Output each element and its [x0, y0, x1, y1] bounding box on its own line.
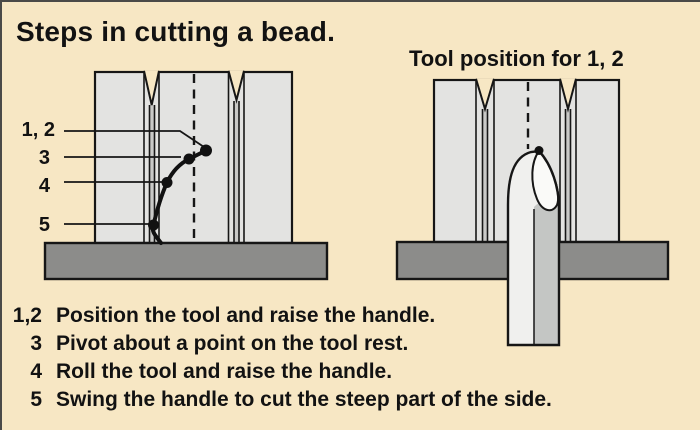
page-title: Steps in cutting a bead. [16, 16, 336, 47]
step-number: 1,2 [12, 304, 42, 327]
dot-step-3 [183, 153, 195, 165]
tool-rest-left [43, 241, 329, 281]
bead-cut-curve [150, 148, 208, 245]
right-diagram [395, 78, 670, 347]
right-diagram-title: Tool position for 1, 2 [409, 46, 624, 71]
kerf-slot [234, 101, 239, 243]
v-notch [475, 78, 495, 113]
step-number: 4 [30, 360, 42, 383]
step-number: 3 [30, 332, 42, 355]
steps-list: 1,2 Position the tool and raise the hand… [6, 302, 552, 414]
leader-lines [64, 130, 205, 225]
step-description: Pivot about a point on the tool rest. [56, 332, 409, 355]
dot-step-5 [148, 219, 159, 231]
tool-side-shade [534, 201, 559, 345]
left-diagram: 1, 2 3 4 5 [22, 70, 329, 281]
v-notch [227, 70, 245, 104]
v-notch [143, 70, 160, 106]
step-description: Swing the handle to cut the steep part o… [56, 388, 552, 411]
step-description: Position the tool and raise the handle. [56, 304, 436, 327]
dot-step-1-2 [200, 144, 212, 157]
kerf-slot [565, 109, 571, 242]
step-number: 5 [30, 388, 42, 411]
kerf-slot [482, 109, 488, 242]
step-row: 1,2 Position the tool and raise the hand… [6, 302, 552, 330]
step-row: 3 Pivot about a point on the tool rest. [6, 330, 552, 358]
label-step-4: 4 [39, 175, 51, 197]
turning-tool [506, 146, 561, 347]
v-notch [559, 78, 577, 113]
kerf-slot [149, 105, 155, 243]
step-row: 4 Roll the tool and raise the handle. [6, 358, 552, 386]
label-step-1-2: 1, 2 [22, 119, 55, 141]
tool-tip-contact-dot [534, 146, 544, 155]
step-row: 5 Swing the handle to cut the steep part… [6, 386, 552, 414]
leader-step-1-2 [64, 130, 205, 148]
label-step-3: 3 [39, 147, 50, 169]
step-description: Roll the tool and raise the handle. [56, 360, 393, 383]
dot-step-4 [161, 177, 173, 188]
label-step-5: 5 [39, 214, 50, 236]
step-dots [148, 144, 212, 231]
